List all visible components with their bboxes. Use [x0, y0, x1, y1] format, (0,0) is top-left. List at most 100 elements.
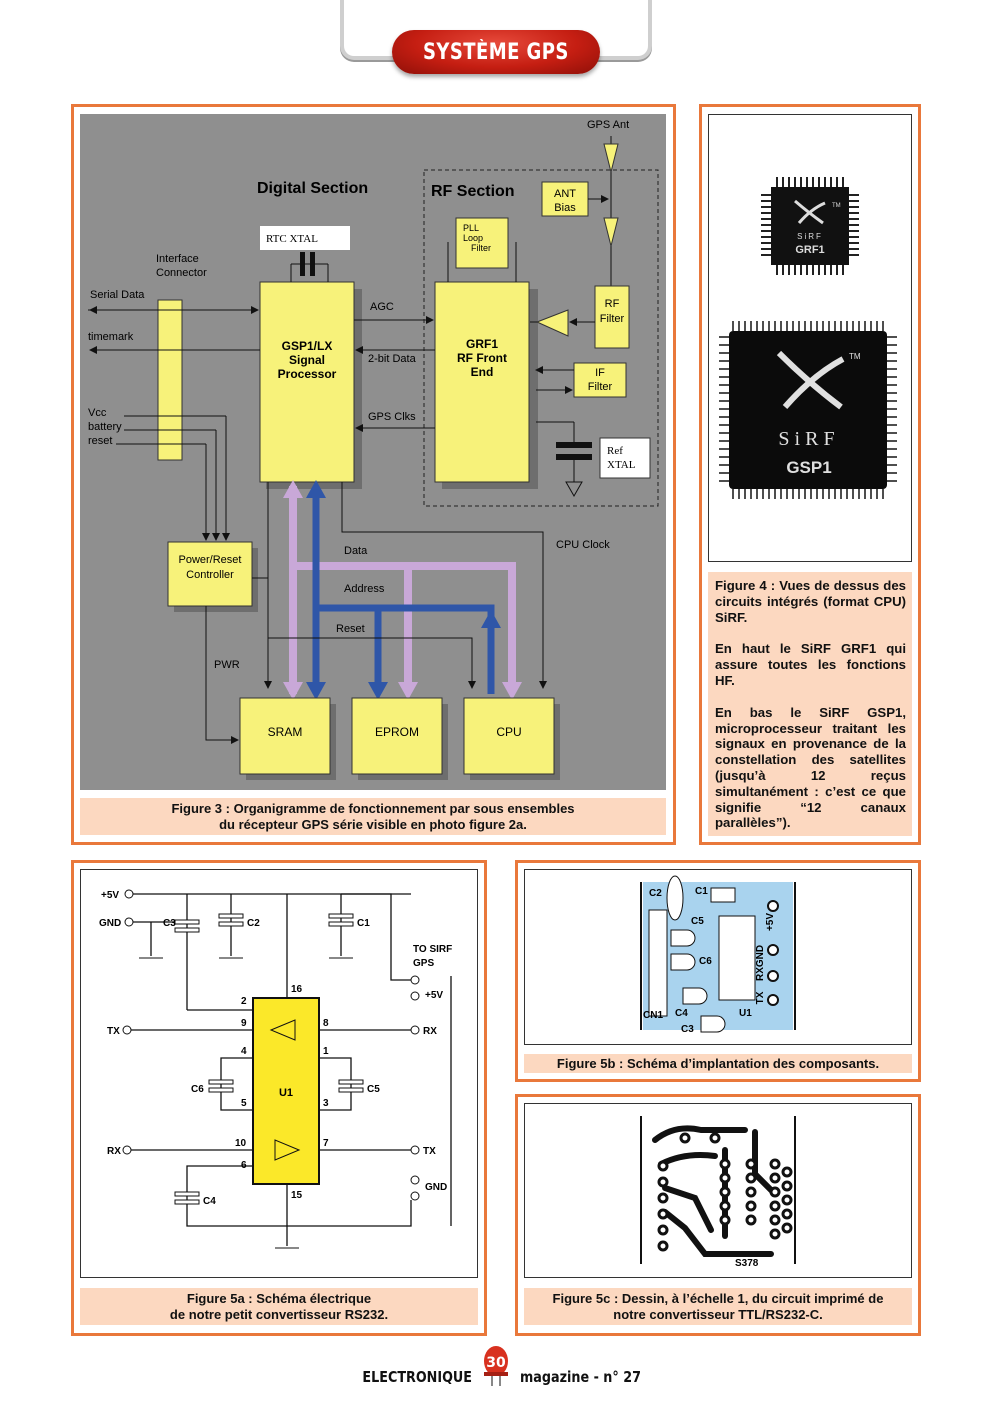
figure-5a-caption-line-1: Figure 5a : Schéma électrique [186, 1290, 372, 1306]
sirf-logo-icon [794, 199, 826, 225]
figure-4-caption-p2: En haut le SiRF GRF1 qui assure toutes l… [715, 641, 906, 688]
pin-10-label: 10 [235, 1138, 247, 1149]
u1-label: U1 [279, 1087, 293, 1099]
pll-label-2: Loop [463, 233, 483, 243]
layout-c4-label: C4 [675, 1008, 688, 1019]
gsp1-label-2: Signal [289, 353, 325, 367]
layout-c6-label: C6 [699, 956, 712, 967]
pin-8-label: 8 [323, 1018, 329, 1029]
layout-c1-label: C1 [695, 886, 708, 897]
gsp1-label-3: Processor [278, 367, 337, 381]
c3-label: C3 [163, 918, 176, 929]
battery-label: battery [88, 421, 122, 433]
agc-label: AGC [370, 301, 394, 313]
gsp1-chip-name: GSP1 [786, 458, 831, 477]
rf-section-boundary [423, 169, 659, 507]
layout-u1-label: U1 [739, 1008, 752, 1019]
figure-5c-caption: Figure 5c : Dessin, à l’échelle 1, du ci… [524, 1288, 912, 1325]
section-banner: SYSTÈME GPS [392, 30, 600, 74]
grf1-label-3: End [471, 365, 494, 379]
u1-chip [252, 997, 320, 1185]
pll-label-3: Filter [471, 243, 491, 253]
rtc-xtal-label: RTC XTAL [266, 233, 318, 245]
layout-rx-label: RX [755, 967, 766, 981]
ant-bias-label-2: Bias [554, 202, 576, 214]
to-sirf-label-2: GPS [413, 958, 434, 969]
layout-plus5v-label: +5V [765, 913, 776, 931]
schematic-gnd-label: GND [99, 918, 121, 929]
grf1-label-1: GRF1 [466, 337, 498, 351]
ant-bias-label-1: ANT [554, 188, 576, 200]
eprom-label: EPROM [375, 725, 419, 739]
c4-label: C4 [203, 1196, 216, 1207]
address-bus-label: Address [344, 583, 385, 595]
ref-xtal-label-2: XTAL [607, 459, 636, 471]
figure-5b-caption-text: Figure 5b : Schéma d’implantation des co… [556, 1055, 880, 1071]
driver-icon [269, 1019, 296, 1041]
pin-4-label: 4 [241, 1046, 247, 1057]
figure-4-caption-p1: Figure 4 : Vues de dessus des circuits i… [715, 578, 906, 625]
if-filter-label-2: Filter [588, 381, 613, 393]
power-reset-controller [167, 541, 253, 607]
pin-7-label: 7 [323, 1138, 329, 1149]
figure-5c-caption-line-1: Figure 5c : Dessin, à l’échelle 1, du ci… [552, 1290, 884, 1306]
crystal-icon [556, 442, 592, 448]
if-filter-block [573, 362, 627, 398]
figure-4-caption-p3: En bas le SiRF GSP1, microprocesseur tra… [715, 704, 906, 831]
figure-5a-caption-line-2: de notre petit convertisseur RS232. [169, 1306, 389, 1322]
pwr-label: PWR [214, 659, 240, 671]
pcb-reference-label: S378 [735, 1258, 759, 1269]
sram-label: SRAM [268, 725, 303, 739]
pcb-traces [652, 1125, 778, 1257]
vcc-label: Vcc [88, 407, 107, 419]
figure-4-photo: TM SiRF GRF1 TM SiRF GSP1 [708, 114, 912, 562]
layout-c3-label: C3 [681, 1024, 694, 1035]
timemark-label: timemark [88, 331, 134, 343]
serial-data-label: Serial Data [90, 289, 145, 301]
gsp1-brand: SiRF [778, 428, 839, 450]
gps-ant-label: GPS Ant [587, 119, 629, 131]
power-reset-label-1: Power/Reset [179, 554, 242, 566]
pin-6-label: 6 [241, 1160, 247, 1171]
pll-label-1: PLL [463, 223, 479, 233]
section-title: SYSTÈME GPS [423, 39, 569, 65]
layout-tx-label: TX [755, 991, 766, 1004]
rx-input-label: RX [107, 1146, 121, 1157]
page-number: 30 [486, 1355, 506, 1371]
layout-c2-label: C2 [649, 888, 662, 899]
figure-5c-caption-line-2: notre convertisseur TTL/RS232-C. [613, 1306, 823, 1322]
gnd-output-label: GND [425, 1182, 447, 1193]
footer-magazine-name: ELECTRONIQUE [362, 1368, 472, 1386]
sram-block [239, 697, 331, 775]
footer-issue: magazine - n° 27 [520, 1368, 641, 1386]
ground-icon [565, 481, 583, 498]
figure-5b-caption: Figure 5b : Schéma d’implantation des co… [524, 1054, 912, 1073]
pin-16-label: 16 [291, 984, 303, 995]
gsp1-chip-image: TM SiRF GSP1 [719, 321, 897, 499]
grf1-block [434, 281, 530, 483]
rtc-crystal-icon [300, 252, 305, 276]
cpu-label: CPU [496, 725, 521, 739]
c2-label: C2 [247, 918, 260, 929]
grf1-label-2: RF Front [457, 351, 507, 365]
interface-label-1: Interface [156, 253, 199, 265]
ant-bias-block [541, 181, 589, 217]
reset-bus-label: Reset [336, 623, 365, 635]
figure-5c-pcb: S378 [524, 1103, 912, 1278]
figure-3-caption-line-2: du récepteur GPS série visible en photo … [219, 816, 527, 832]
pin-5-label: 5 [241, 1098, 247, 1109]
figure-4-caption: Figure 4 : Vues de dessus des circuits i… [708, 572, 912, 836]
ref-xtal-box [599, 437, 651, 479]
rf-filter-block [594, 285, 630, 349]
sirf-logo-large-icon [776, 350, 845, 410]
rx-output-label: RX [423, 1026, 437, 1037]
plus5v-terminal [124, 889, 134, 899]
figure-3-block-diagram: GSP1/LX Signal Processor GRF1 RF Front E… [80, 114, 666, 790]
antenna-icon [603, 143, 619, 173]
grf1-chip-image: TM SiRF GRF1 [761, 177, 859, 275]
reset-input-label: reset [88, 435, 112, 447]
c5-label: C5 [367, 1084, 380, 1095]
grf1-tm-mark: TM [832, 203, 841, 209]
cpu-block [463, 697, 555, 775]
rf-filter-label-2: Filter [600, 313, 625, 325]
